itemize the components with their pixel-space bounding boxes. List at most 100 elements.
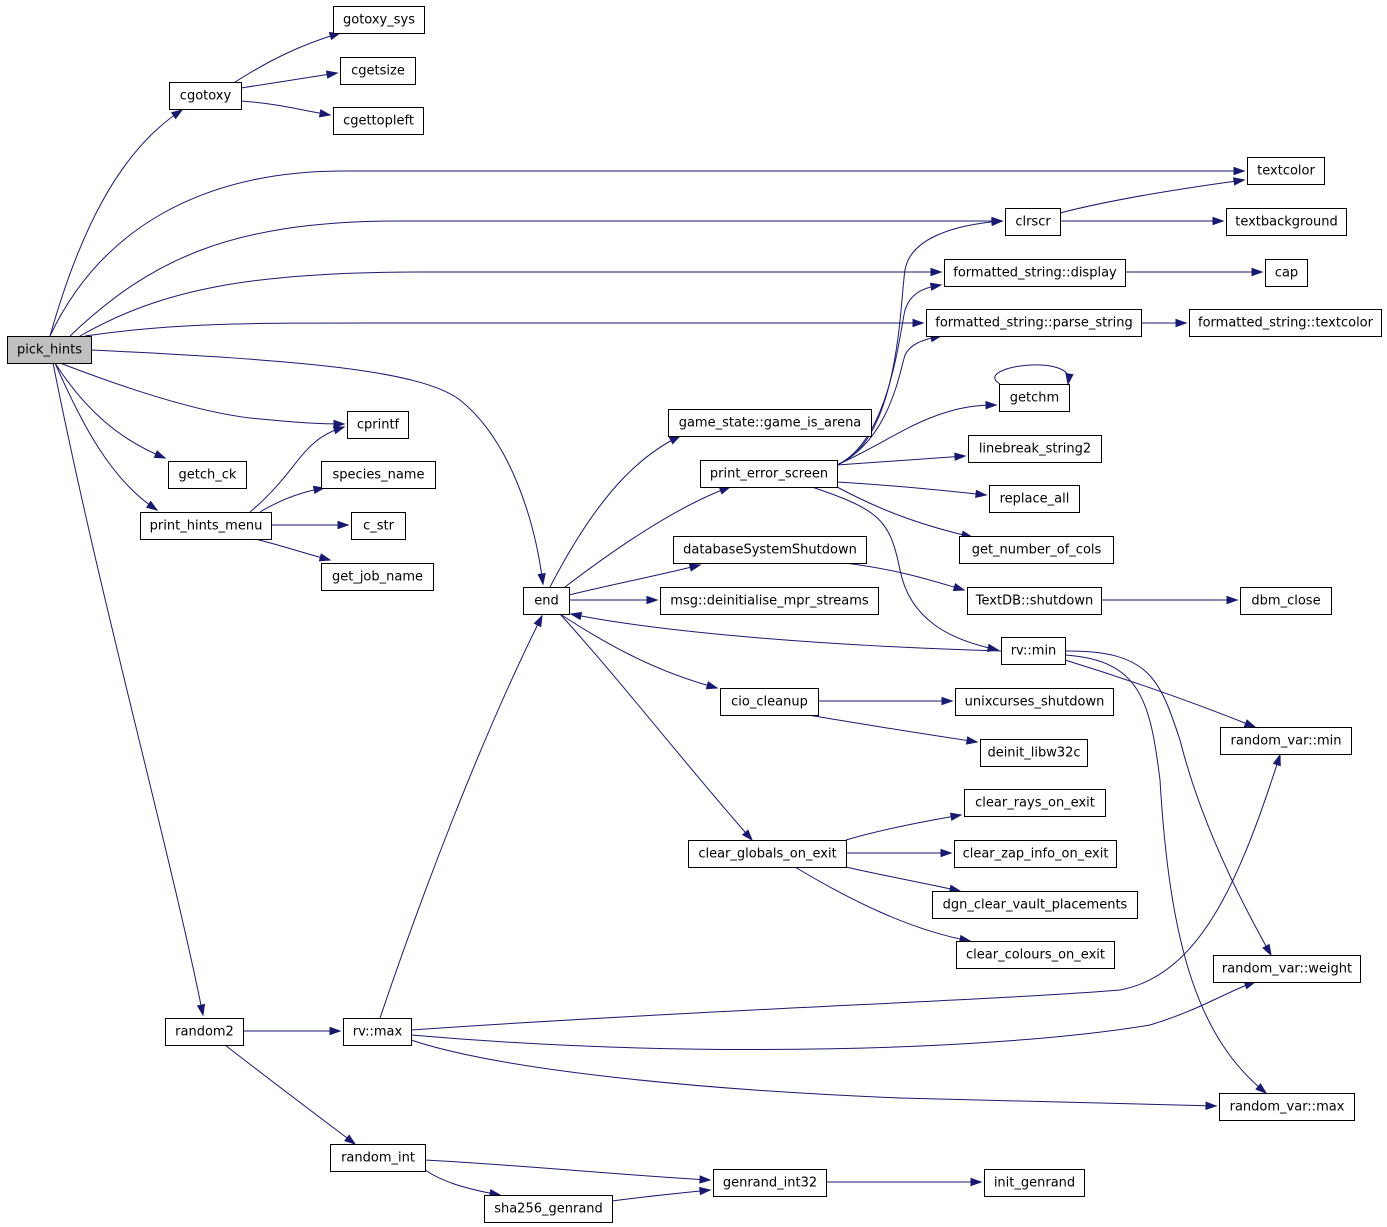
node-label: genrand_int32 (723, 1176, 817, 1191)
node-get-job-name[interactable]: get_job_name (321, 563, 434, 591)
node-rv-min[interactable]: rv::min (1001, 637, 1066, 665)
node-box (343, 1018, 412, 1046)
node-cgettopleft[interactable]: cgettopleft (333, 107, 424, 135)
edge-getchm-to-getchm (994, 364, 1074, 386)
node-dbshutdown[interactable]: databaseSystemShutdown (673, 536, 867, 564)
node-clear-zap[interactable]: clear_zap_info_on_exit (954, 840, 1117, 868)
node-fs-display[interactable]: formatted_string::display (944, 259, 1126, 287)
node-label: game_state::game_is_arena (679, 416, 862, 431)
edge-pick-hints-to-print-hints-menu (54, 362, 159, 511)
edge-cio-cleanup-to-deinit-libw32c (807, 714, 979, 745)
node-random-var-min[interactable]: random_var::min (1220, 727, 1352, 755)
node-box (321, 563, 434, 591)
node-print-error-screen[interactable]: print_error_screen (700, 460, 838, 488)
node-label: get_job_name (332, 570, 423, 585)
edge-rv-min-to-random-var-max (1064, 654, 1268, 1094)
edge-rv-max-to-end (379, 614, 543, 1019)
node-label: formatted_string::parse_string (935, 316, 1132, 331)
node-cprintf[interactable]: cprintf (347, 411, 409, 439)
edge-sha256-genrand-to-genrand-int32 (611, 1186, 712, 1202)
node-box (959, 536, 1114, 564)
node-label: cgettopleft (343, 114, 414, 129)
node-box (968, 435, 1102, 463)
node-label: random_int (341, 1151, 415, 1166)
node-box (967, 587, 1102, 615)
node-random-int[interactable]: random_int (330, 1144, 426, 1172)
node-print-hints-menu[interactable]: print_hints_menu (140, 512, 272, 540)
node-getch-ck[interactable]: getch_ck (168, 461, 247, 489)
node-end[interactable]: end (523, 587, 570, 615)
node-label: cgetsize (351, 64, 405, 79)
edge-random-int-to-genrand-int32 (424, 1159, 712, 1184)
node-fs-parse[interactable]: formatted_string::parse_string (926, 309, 1142, 337)
node-box (989, 485, 1080, 513)
node-deinit-libw32c[interactable]: deinit_libw32c (980, 739, 1088, 767)
node-cgotoxy[interactable]: cgotoxy (169, 82, 242, 110)
node-cap[interactable]: cap (1265, 259, 1308, 287)
node-msg-deinit[interactable]: msg::deinitialise_mpr_streams (660, 587, 879, 615)
node-box (1220, 727, 1352, 755)
edge-pick-hints-to-fs-parse (84, 318, 925, 337)
edge-random-int-to-sha256-genrand (424, 1169, 502, 1198)
node-label: cap (1275, 266, 1298, 281)
edge-cgotoxy-to-cgettopleft (240, 100, 332, 118)
node-fs-textcolor[interactable]: formatted_string::textcolor (1189, 309, 1382, 337)
node-label: dbm_close (1251, 594, 1320, 609)
node-pick-hints[interactable]: pick_hints (7, 336, 92, 364)
node-cio-cleanup[interactable]: cio_cleanup (720, 688, 819, 716)
node-clear-rays[interactable]: clear_rays_on_exit (964, 789, 1106, 817)
node-box (333, 6, 425, 34)
node-label: textcolor (1257, 164, 1315, 179)
node-label: getch_ck (179, 468, 237, 483)
edge-pick-hints-to-end (90, 349, 546, 586)
edge-rv-min-to-end (569, 611, 1002, 652)
node-box (1265, 259, 1308, 287)
edge-clrscr-to-textcolor (1059, 177, 1246, 214)
node-label: textbackground (1235, 215, 1338, 230)
node-c-str[interactable]: c_str (351, 512, 406, 540)
node-random2[interactable]: random2 (165, 1018, 244, 1046)
node-getchm[interactable]: getchm (999, 384, 1070, 412)
node-dbm-close[interactable]: dbm_close (1240, 587, 1332, 615)
edge-rv-min-to-random-var-min (1064, 659, 1257, 728)
node-textcolor[interactable]: textcolor (1247, 157, 1325, 185)
node-clear-globals[interactable]: clear_globals_on_exit (688, 840, 847, 868)
node-clear-colours[interactable]: clear_colours_on_exit (956, 941, 1115, 969)
node-unixcurses-shutdown[interactable]: unixcurses_shutdown (955, 688, 1114, 716)
node-box (1247, 157, 1325, 185)
node-label: dgn_clear_vault_placements (943, 898, 1128, 913)
node-label: clear_rays_on_exit (975, 796, 1095, 811)
node-get-number-of-cols[interactable]: get_number_of_cols (959, 536, 1114, 564)
node-replace-all[interactable]: replace_all (989, 485, 1080, 513)
node-gotoxy-sys[interactable]: gotoxy_sys (333, 6, 425, 34)
node-cgetsize[interactable]: cgetsize (340, 57, 416, 85)
node-box (1226, 208, 1347, 236)
edge-rv-max-to-random-var-weight (410, 981, 1257, 1050)
edge-print-hints-menu-to-c-str (271, 520, 350, 530)
node-label: databaseSystemShutdown (683, 543, 857, 558)
edge-end-to-clear-globals (559, 613, 754, 842)
node-random-var-max[interactable]: random_var::max (1219, 1093, 1355, 1121)
node-genrand-int32[interactable]: genrand_int32 (713, 1169, 827, 1197)
node-linebreak[interactable]: linebreak_string2 (968, 435, 1102, 463)
node-box (932, 891, 1138, 919)
node-label: gotoxy_sys (343, 13, 415, 28)
node-sha256-genrand[interactable]: sha256_genrand (484, 1195, 613, 1223)
node-rv-max[interactable]: rv::max (343, 1018, 412, 1046)
node-dgn-clear[interactable]: dgn_clear_vault_placements (932, 891, 1138, 919)
node-init-genrand[interactable]: init_genrand (984, 1169, 1085, 1197)
edge-textdb-shutdown-to-dbm-close (1101, 595, 1239, 605)
node-label: deinit_libw32c (987, 746, 1080, 761)
node-label: random_var::min (1231, 734, 1342, 749)
node-game-is-arena[interactable]: game_state::game_is_arena (668, 409, 872, 437)
edge-rv-min-to-random-var-weight (1064, 650, 1272, 957)
node-textbackground[interactable]: textbackground (1226, 208, 1347, 236)
node-random-var-weight[interactable]: random_var::weight (1213, 955, 1361, 983)
edge-print-hints-menu-to-get-job-name (254, 538, 332, 562)
node-species-name[interactable]: species_name (321, 461, 436, 489)
edge-end-to-dbshutdown (568, 563, 702, 596)
node-box (713, 1169, 827, 1197)
node-clrscr[interactable]: clrscr (1005, 208, 1061, 236)
node-textdb-shutdown[interactable]: TextDB::shutdown (967, 587, 1102, 615)
